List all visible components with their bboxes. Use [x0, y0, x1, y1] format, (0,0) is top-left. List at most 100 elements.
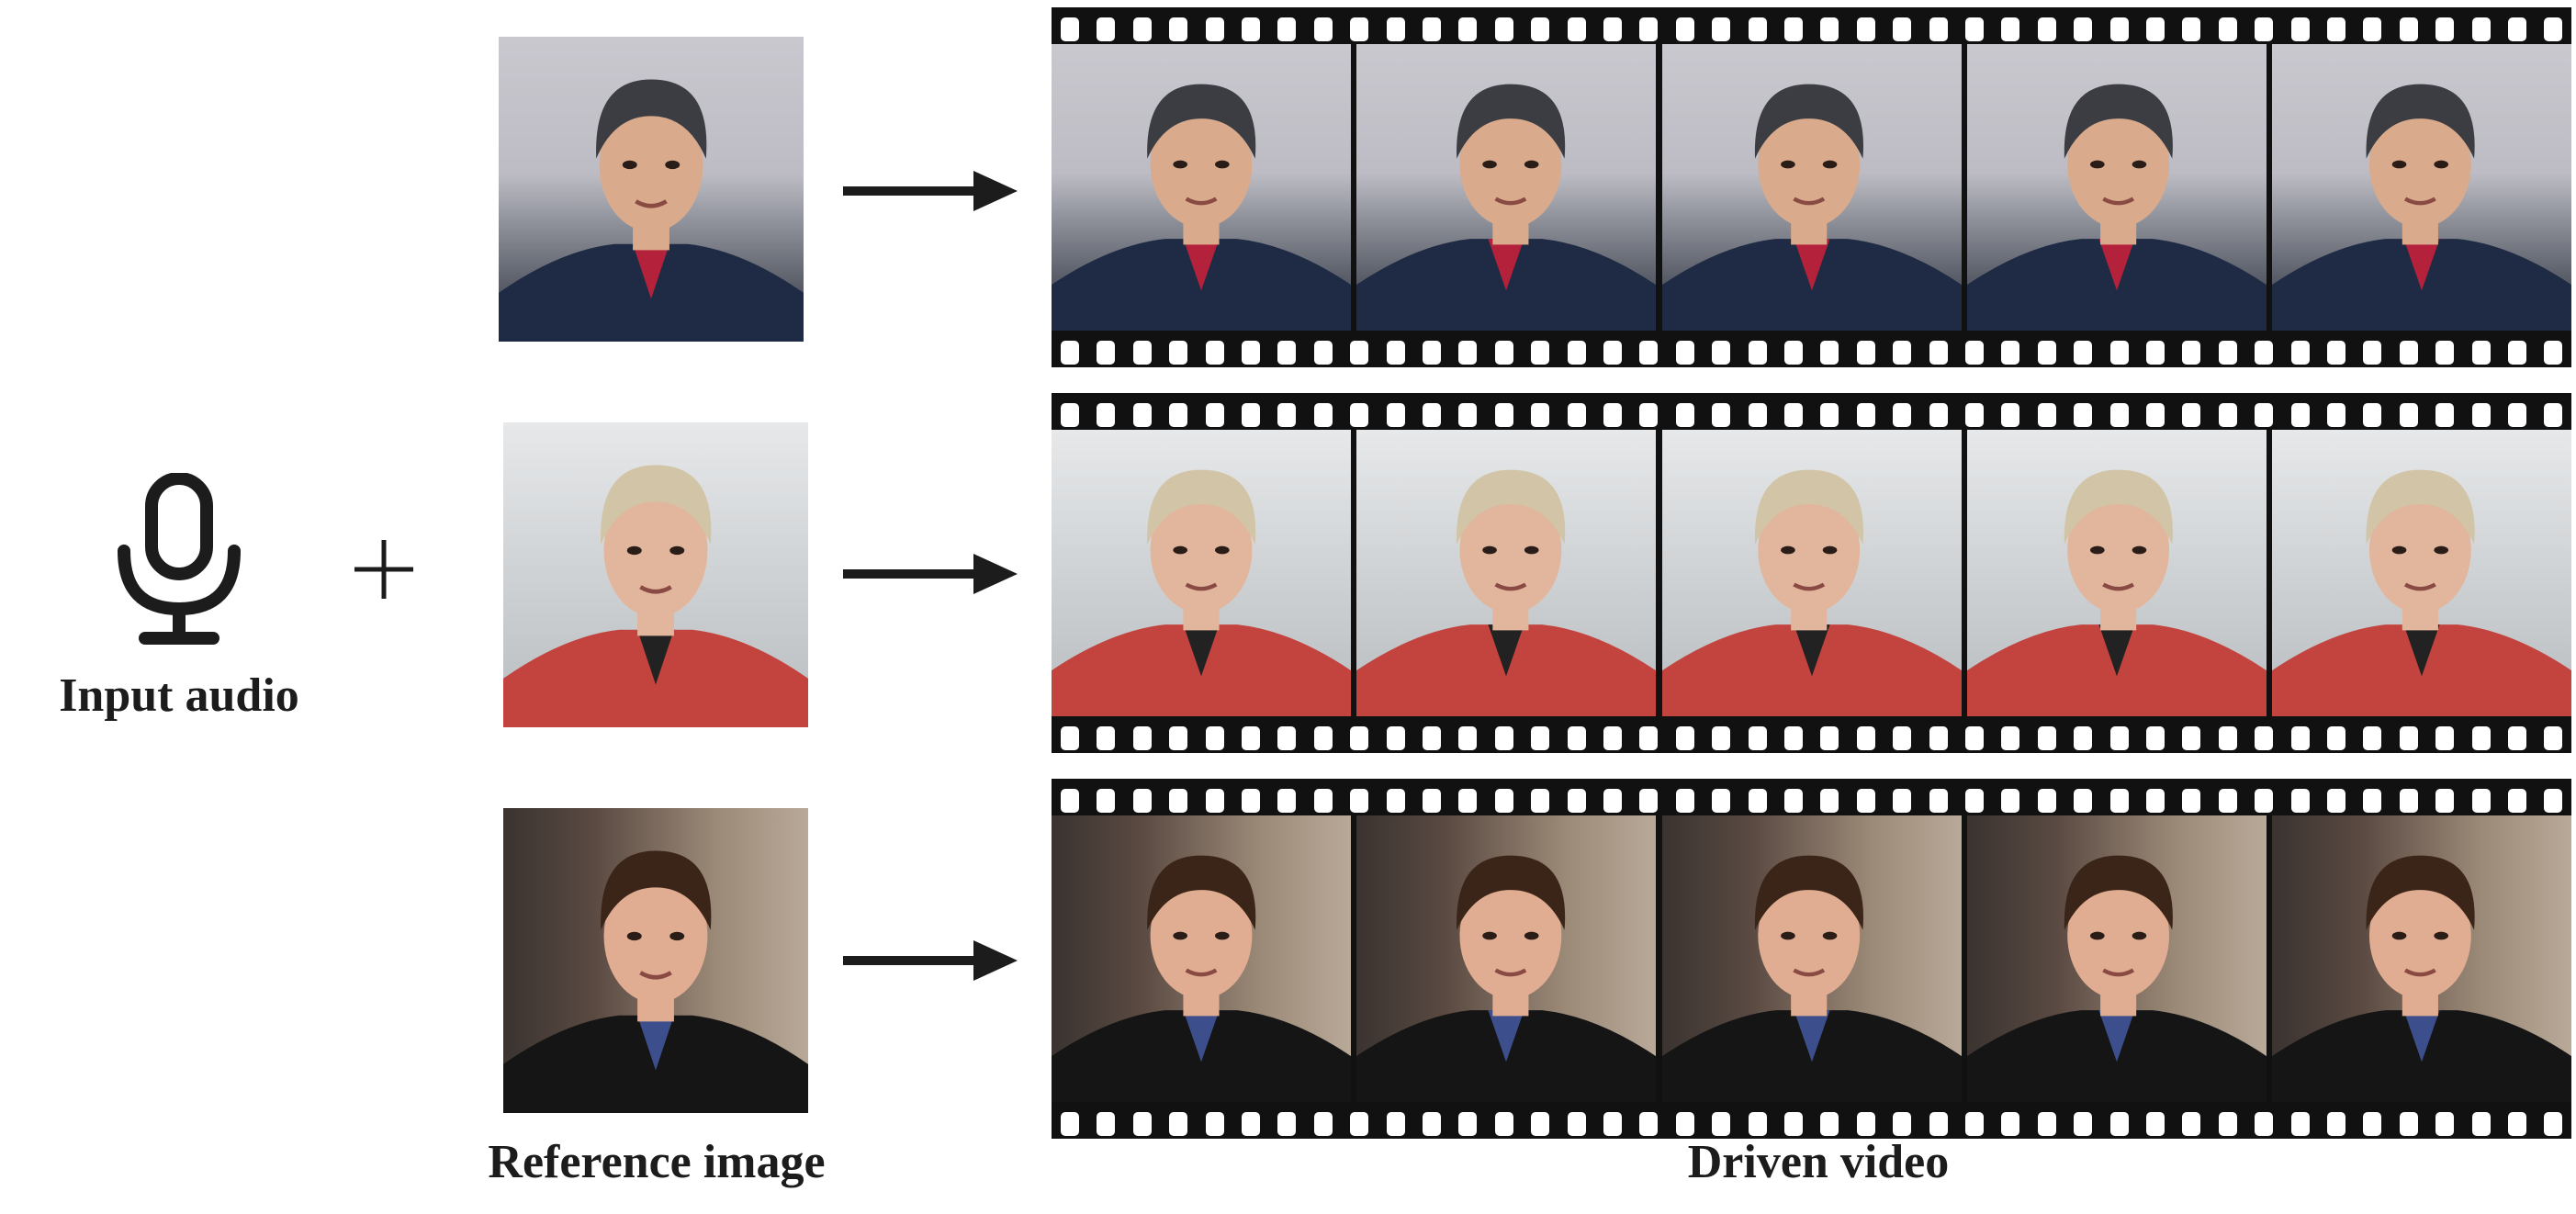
sprocket-hole — [2182, 341, 2201, 365]
sprocket-hole — [1313, 1112, 1333, 1136]
sprocket-hole — [1132, 789, 1152, 813]
sprocket-hole — [1350, 17, 1369, 41]
sprocket-hole — [1097, 17, 1116, 41]
sprocket-hole — [1097, 789, 1116, 813]
sprocket-hole — [2435, 789, 2455, 813]
sprocket-hole — [2363, 1112, 2382, 1136]
sprocket-hole — [1169, 726, 1188, 750]
sprocket-hole — [2471, 789, 2491, 813]
portrait-image — [503, 465, 808, 727]
sprocket-hole — [1132, 726, 1152, 750]
sprocket-hole — [1893, 726, 1912, 750]
sprocket-hole — [2001, 341, 2020, 365]
sprocket-hole — [1169, 789, 1188, 813]
sprocket-hole — [1277, 726, 1297, 750]
video-frame — [1052, 44, 1351, 331]
sprocket-hole — [1784, 726, 1803, 750]
portrait-image — [1356, 469, 1657, 716]
sprocket-hole — [2327, 17, 2345, 41]
sprocket-hole — [2399, 17, 2418, 41]
sprocket-hole — [2037, 403, 2056, 427]
reference-image — [499, 37, 804, 342]
sprocket-hole — [2182, 1112, 2201, 1136]
sprocket-hole — [1965, 341, 1984, 365]
sprocket-hole — [2037, 789, 2056, 813]
sprocket-hole — [1423, 726, 1441, 750]
sprocket-hole — [1531, 726, 1550, 750]
sprocket-hole — [1494, 1112, 1513, 1136]
reference-image — [503, 422, 808, 727]
portrait-image — [503, 850, 808, 1113]
sprocket-hole — [2109, 789, 2129, 813]
video-frame — [1966, 815, 2267, 1102]
sprocket-hole — [2399, 403, 2418, 427]
input-audio-label: Input audio — [59, 669, 299, 722]
sprocket-hole — [1567, 726, 1586, 750]
sprocket-hole — [2435, 341, 2455, 365]
sprocket-hole — [1386, 726, 1405, 750]
sprocket-hole — [1061, 1112, 1079, 1136]
sprocket-hole — [2508, 726, 2526, 750]
sprocket-hole — [1242, 1112, 1260, 1136]
sprocket-hole — [2074, 1112, 2093, 1136]
reference-image-label: Reference image — [488, 1136, 826, 1188]
sprocket-hole — [2290, 789, 2310, 813]
sprocket-hole — [2399, 789, 2418, 813]
sprocket-hole — [1712, 403, 1731, 427]
sprocket-hole — [1531, 17, 1550, 41]
sprocket-hole — [1856, 341, 1875, 365]
sprocket-hole — [1423, 341, 1441, 365]
sprocket-hole — [2218, 17, 2237, 41]
video-frames — [1052, 430, 2571, 716]
sprocket-hole — [1675, 726, 1694, 750]
video-frame — [1052, 430, 1351, 716]
sprocket-hole — [2182, 17, 2201, 41]
sprocket-hole — [1531, 789, 1550, 813]
sprocket-hole — [2146, 17, 2165, 41]
sprocket-hole — [1712, 789, 1731, 813]
sprocket-hole — [1494, 403, 1513, 427]
reference-image — [503, 808, 808, 1113]
sprocket-hole — [2471, 17, 2491, 41]
sprocket-hole — [1820, 17, 1839, 41]
sprocket-hole — [1494, 789, 1513, 813]
sprocket-hole — [2255, 789, 2274, 813]
sprocket-hole — [1386, 341, 1405, 365]
sprocket-hole — [2544, 341, 2563, 365]
sprocket-hole — [2327, 726, 2345, 750]
sprocket-hole — [1386, 403, 1405, 427]
portrait-image — [1661, 84, 1962, 331]
sprocket-hole — [1132, 17, 1152, 41]
sprocket-hole — [1639, 1112, 1659, 1136]
sprocket-hole — [2001, 1112, 2020, 1136]
sprocket-hole — [2327, 403, 2345, 427]
sprocket-hole — [2363, 17, 2382, 41]
video-frame — [1661, 430, 1962, 716]
sprocket-hole — [2001, 403, 2020, 427]
sprocket-hole — [1567, 1112, 1586, 1136]
portrait-image — [1052, 84, 1351, 331]
sprocket-hole — [1929, 341, 1948, 365]
sprocket-hole — [1820, 403, 1839, 427]
plus-icon — [347, 533, 421, 606]
sprocket-hole — [1784, 789, 1803, 813]
sprocket-hole — [1277, 341, 1297, 365]
sprocket-hole — [1097, 726, 1116, 750]
sprocket-hole — [1820, 789, 1839, 813]
video-frame — [1356, 44, 1657, 331]
sprocket-hole — [1784, 403, 1803, 427]
sprocket-hole — [2363, 726, 2382, 750]
sprocket-hole — [1313, 341, 1333, 365]
sprocket-hole — [1675, 17, 1694, 41]
sprocket-hole — [2255, 726, 2274, 750]
sprocket-hole — [2109, 726, 2129, 750]
sprocket-hole — [1132, 341, 1152, 365]
right-arrow-icon — [843, 163, 1018, 219]
sprocket-hole — [1350, 403, 1369, 427]
sprocket-hole — [2218, 403, 2237, 427]
right-arrow-icon — [843, 546, 1018, 601]
sprocket-hole — [2074, 403, 2093, 427]
sprocket-hole — [1856, 403, 1875, 427]
sprocket-hole — [1567, 403, 1586, 427]
portrait-image — [2272, 855, 2571, 1102]
